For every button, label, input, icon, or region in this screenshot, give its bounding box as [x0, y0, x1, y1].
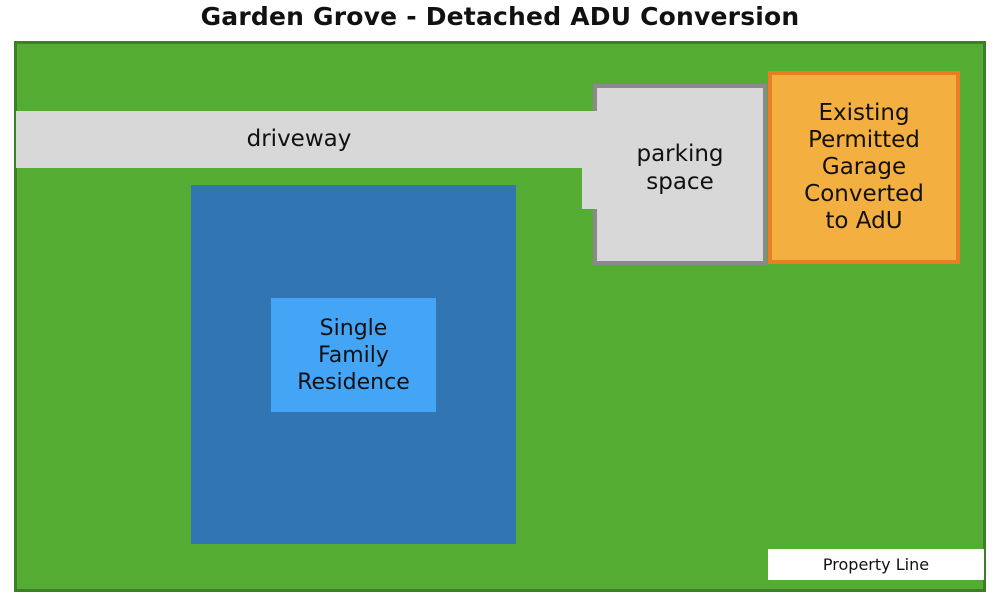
parking-space-label: parking space: [593, 84, 767, 265]
parking-label-line-1: parking: [636, 140, 724, 167]
diagram-title: Garden Grove - Detached ADU Conversion: [200, 2, 800, 31]
garage-label-line-4: Converted: [804, 181, 924, 207]
residence-label: Single Family Residence: [297, 315, 409, 396]
parking-space-area: [593, 84, 767, 265]
garage-adu-area: Existing Permitted Garage Converted to A…: [768, 71, 960, 264]
residence-label-box: Single Family Residence: [271, 298, 436, 412]
driveway-area: [16, 111, 598, 168]
residence-label-line-3: Residence: [297, 369, 410, 395]
garage-adu-label: Existing Permitted Garage Converted to A…: [804, 100, 924, 235]
driveway-parking-connector: [582, 111, 600, 209]
garage-label-line-1: Existing: [818, 100, 910, 126]
driveway-label: driveway: [246, 126, 352, 152]
garage-label-line-5: to AdU: [825, 208, 903, 234]
property-line-legend: Property Line: [768, 549, 984, 580]
garage-label-line-2: Permitted: [808, 127, 920, 153]
parking-label-line-2: space: [646, 168, 714, 195]
garage-label-line-3: Garage: [821, 154, 907, 180]
residence-label-line-1: Single: [319, 315, 388, 341]
residence-label-line-2: Family: [318, 342, 389, 368]
